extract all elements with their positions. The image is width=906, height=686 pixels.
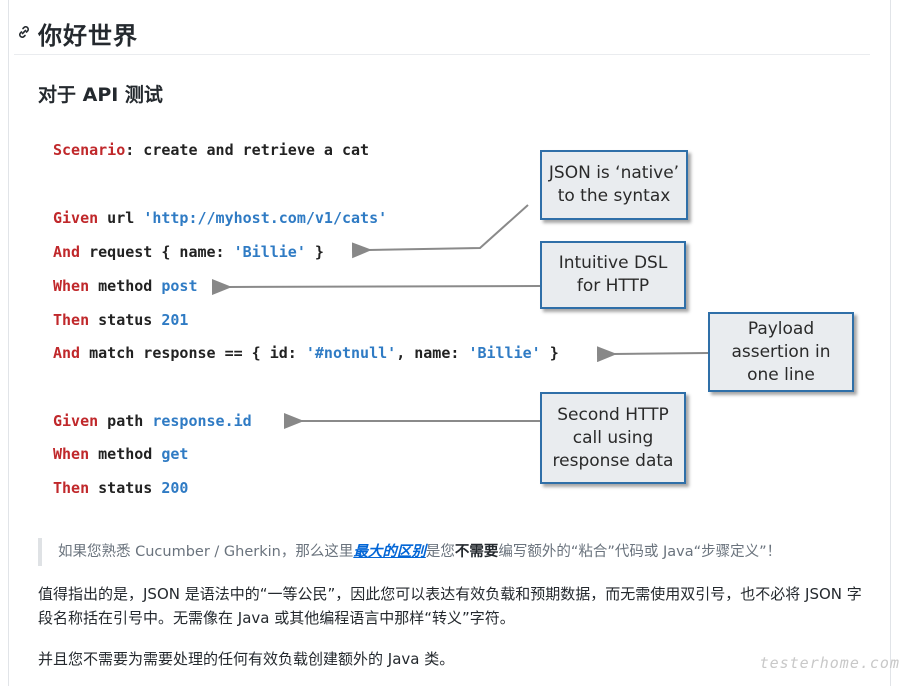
biggest-difference-link[interactable]: 最大的区别 — [353, 544, 426, 560]
arrow-payload-assertion — [596, 346, 709, 363]
callout-second-http: Second HTTP call using response data — [540, 392, 686, 484]
callout-payload-assertion: Payload assertion in one line — [708, 312, 854, 392]
arrow-json-native — [351, 204, 529, 259]
section-title: 对于 API 测试 — [38, 84, 163, 106]
callout-intuitive-dsl: Intuitive DSL for HTTP — [540, 241, 686, 309]
code-line-given-path: Given path response.id — [53, 412, 252, 430]
code-line-when-method-get: When method get — [53, 445, 189, 463]
page-left-border — [8, 0, 9, 686]
paragraph-no-java-class: 并且您不需要为需要处理的任何有效负载创建额外的 Java 类。 — [38, 650, 455, 668]
watermark: testerhome.com — [759, 654, 900, 672]
blockquote-text: 如果您熟悉 Cucumber / Gherkin，那么这里最大的区别是您不需要编… — [58, 544, 782, 560]
code-line-and-request: And request { name: 'Billie' } — [53, 243, 324, 261]
link-icon[interactable] — [16, 24, 32, 40]
karate-dsl-figure: Scenario: create and retrieve a cat Give… — [38, 125, 878, 515]
code-line-then-status-200: Then status 200 — [53, 479, 189, 497]
blockquote: 如果您熟悉 Cucumber / Gherkin，那么这里最大的区别是您不需要编… — [38, 538, 872, 566]
heading-section: 你好世界 — [14, 14, 870, 55]
code-line-when-method-post: When method post — [53, 277, 198, 295]
page-right-border — [890, 0, 891, 686]
code-line-scenario: Scenario: create and retrieve a cat — [53, 141, 370, 159]
page-title: 你好世界 — [38, 22, 138, 50]
callout-arrows — [211, 204, 709, 429]
callout-json-native: JSON is ‘native’ to the syntax — [540, 150, 688, 220]
paragraph-json-first-class: 值得指出的是，JSON 是语法中的“一等公民”，因此您可以表达有效负载和预期数据… — [38, 585, 862, 627]
arrow-intuitive-dsl — [211, 279, 542, 296]
code-line-then-status-201: Then status 201 — [53, 311, 189, 329]
code-line-given-url: Given url 'http://myhost.com/v1/cats' — [53, 209, 388, 227]
code-line-and-match: And match response == { id: '#notnull', … — [53, 344, 559, 362]
